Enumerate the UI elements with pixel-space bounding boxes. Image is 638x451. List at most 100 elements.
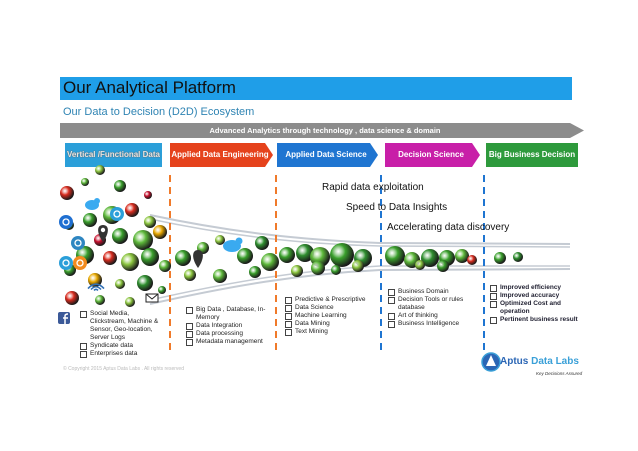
data-dot (213, 269, 227, 283)
location-pin-icon (98, 225, 108, 242)
list-item: Data processing (186, 330, 270, 338)
data-dot (415, 260, 425, 270)
list-item: Metadata management (186, 338, 270, 346)
list-item: Business Intelligence (388, 320, 476, 328)
gear-icon (59, 256, 73, 270)
stage-label-business: Big Business Decision (488, 150, 576, 159)
data-dot (494, 252, 506, 264)
data-dot (421, 249, 439, 267)
android-icon (110, 207, 124, 221)
list-item: Improved efficiency (490, 284, 586, 292)
logo-name: Aptus (500, 356, 529, 367)
list-item: Data Integration (186, 322, 270, 330)
data-dot (279, 247, 295, 263)
list-decision: Business Domain Decision Tools or rules … (388, 288, 476, 328)
stage-label-engineering: Applied Data Engineering (171, 150, 269, 159)
data-dot (513, 252, 523, 262)
aptus-logo-icon (481, 352, 501, 372)
list-item: Predictive & Prescriptive (285, 296, 377, 304)
data-dot (112, 228, 128, 244)
stage-box-business (486, 143, 578, 167)
data-dot (455, 249, 469, 263)
data-dot (331, 265, 341, 275)
stage-label-decision: Decision Science (398, 150, 464, 159)
data-dot (88, 273, 102, 287)
list-item: Optimized Cost and operation (490, 300, 586, 316)
facebook-icon (58, 312, 70, 324)
logo-tagline: Key Decisions Assured (536, 371, 583, 376)
bluetooth-icon (59, 215, 73, 229)
data-dot (137, 275, 153, 291)
data-dot (249, 266, 261, 278)
data-dot (153, 225, 167, 239)
data-dot (65, 291, 79, 305)
list-item: Social Media, Clickstream, Machine & Sen… (80, 310, 166, 342)
data-dot (261, 253, 279, 271)
list-item: Business Domain (388, 288, 476, 296)
logo-name-2: Data Labs (531, 356, 579, 367)
list-engineering: Big Data , Database, In-Memory Data Inte… (186, 306, 270, 346)
list-science: Predictive & Prescriptive Data Science M… (285, 296, 377, 336)
wifi-icon (87, 283, 105, 291)
list-item: Big Data , Database, In-Memory (186, 306, 270, 322)
funnel-bottom-line (149, 268, 571, 305)
location-pin-icon (193, 250, 203, 268)
data-dot (95, 295, 105, 305)
data-dot (125, 203, 139, 217)
data-dot (255, 236, 269, 250)
data-dot (114, 180, 126, 192)
rss-icon (73, 256, 87, 270)
data-dot (296, 244, 314, 262)
data-dot (95, 165, 105, 175)
list-item: Data Science (285, 304, 377, 312)
data-dot (311, 261, 325, 275)
data-dot (184, 269, 196, 281)
source-icons (58, 198, 243, 324)
stage-label-science: Applied Data Science (285, 150, 367, 159)
data-dot (115, 279, 125, 289)
list-item: Pertinent business result (490, 316, 586, 324)
stage-label-data: Vertical /Functional Data (67, 150, 160, 159)
data-dot (121, 253, 139, 271)
insight-exploitation: Rapid data exploitation (322, 182, 424, 193)
data-dot (81, 178, 89, 186)
list-item: Decision Tools or rules database (388, 296, 476, 312)
arrow-label: Advanced Analytics through technology , … (209, 126, 441, 135)
data-dot (144, 216, 156, 228)
data-dot (144, 191, 152, 199)
funnel-top-line (149, 214, 571, 245)
data-dot (467, 255, 477, 265)
copyright-text: © Copyright 2015 Aptus Data Labs . All r… (63, 366, 184, 372)
data-dot (125, 297, 135, 307)
title-bar (60, 77, 572, 100)
twitter-icon (85, 198, 100, 210)
list-item: Improved accuracy (490, 292, 586, 300)
data-dot (385, 246, 405, 266)
data-dot (133, 230, 153, 250)
data-dot (215, 235, 225, 245)
insight-discovery: Accelerating data discovery (387, 222, 510, 233)
insight-speed: Speed to Data Insights (346, 202, 448, 213)
list-item: Text Mining (285, 328, 377, 336)
twitter-icon (223, 237, 243, 252)
data-dot (237, 248, 253, 264)
data-dot (437, 260, 449, 272)
list-data-sources: Social Media, Clickstream, Machine & Sen… (80, 310, 166, 358)
data-dot (291, 265, 303, 277)
data-dot (141, 248, 159, 266)
stage-box-science (277, 143, 378, 167)
analytics-arrow (60, 123, 584, 138)
list-item: Enterprises data (80, 350, 166, 358)
stage-box-data (65, 143, 162, 167)
list-item: Syndicate data (80, 342, 166, 350)
funnel-top-line-2 (149, 218, 571, 248)
data-dot (83, 213, 97, 227)
data-dot (175, 250, 191, 266)
data-dot (159, 260, 171, 272)
data-dot (103, 251, 117, 265)
data-dot (330, 243, 354, 267)
list-item: Art of thinking (388, 312, 476, 320)
page-subtitle: Our Data to Decision (D2D) Ecosystem (63, 106, 255, 118)
